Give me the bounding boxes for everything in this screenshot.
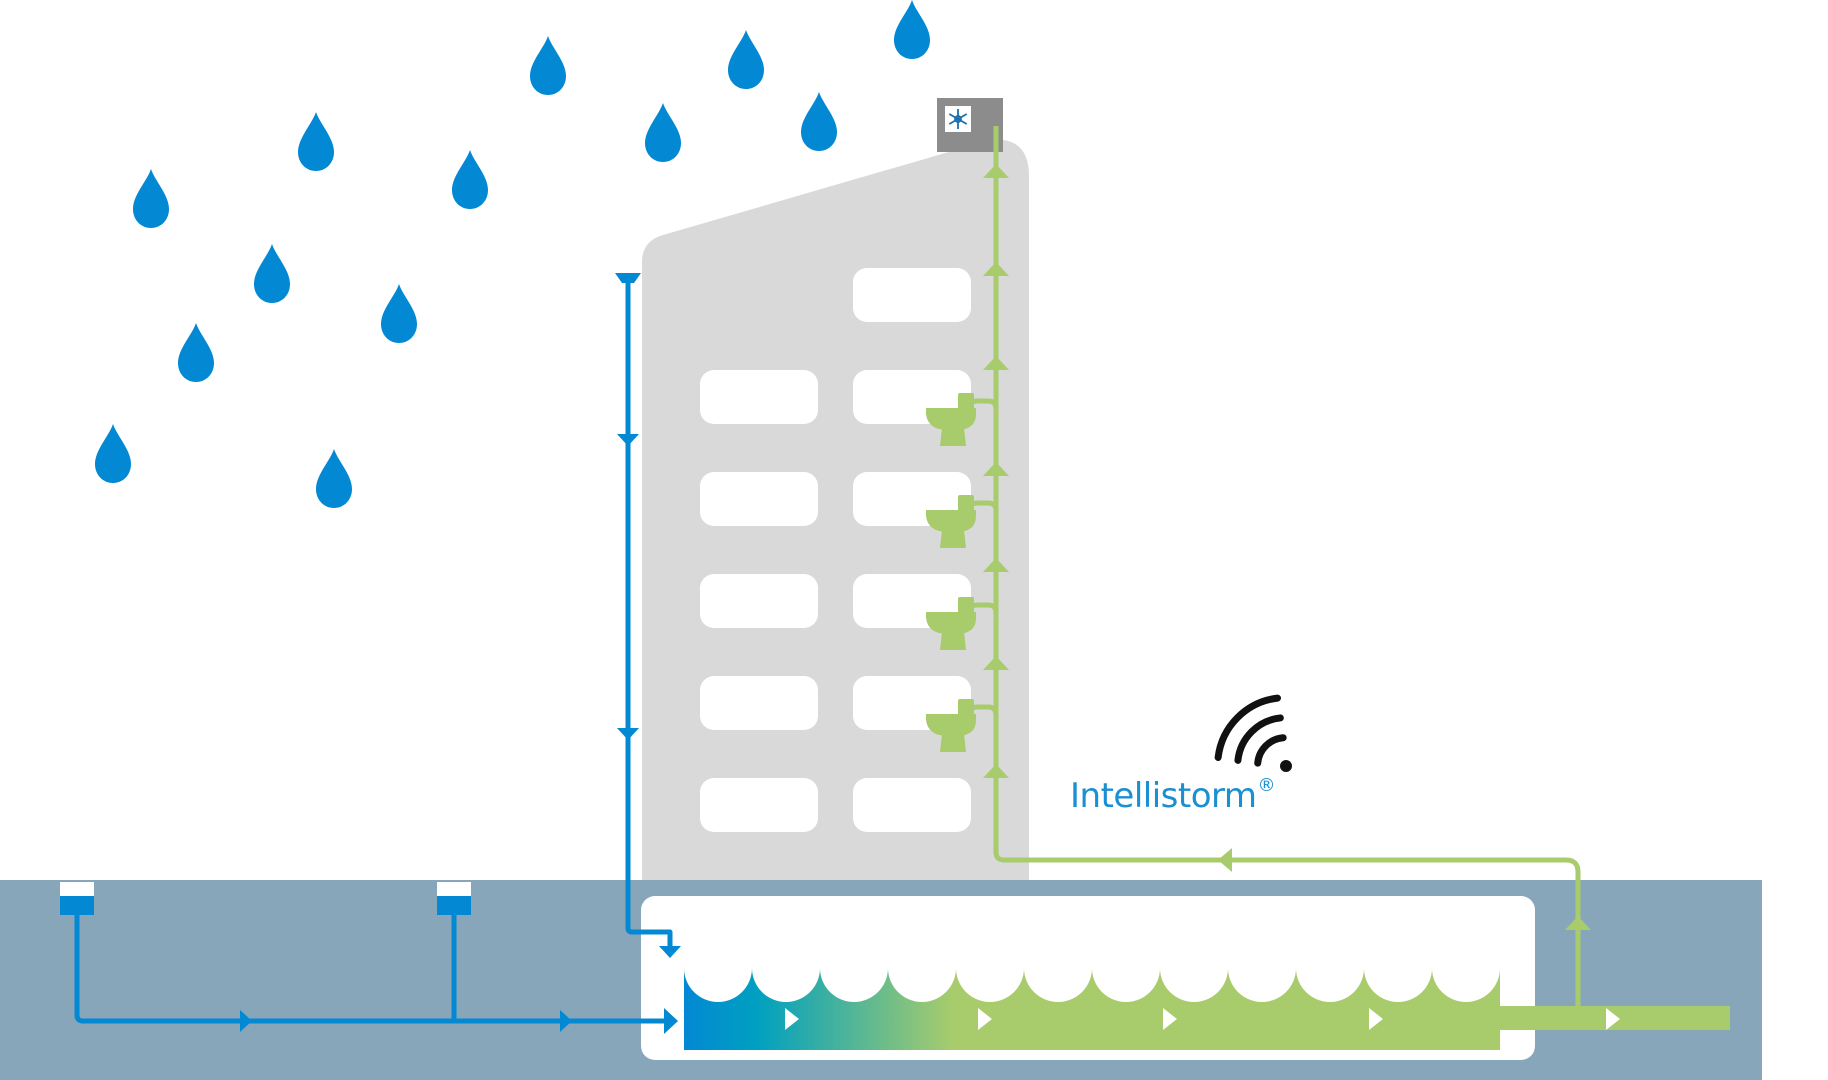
registered-mark: ®: [1257, 775, 1276, 796]
flow-arrow: [983, 462, 1009, 476]
flow-arrow: [983, 164, 1009, 178]
flow-arrow: [617, 434, 639, 446]
supply-pipe: [993, 126, 1581, 1006]
toilets: [926, 393, 999, 752]
window: [853, 778, 971, 832]
toilet-icon: [926, 597, 976, 650]
roof-unit: [937, 98, 1003, 152]
flow-arrow: [1565, 916, 1591, 930]
flow-arrow: [1218, 848, 1232, 872]
toilet-icon: [926, 495, 976, 548]
ground-drain-grate: [60, 882, 94, 896]
flow-arrow: [1606, 1008, 1620, 1030]
flow-arrow: [240, 1010, 252, 1032]
floor-toilet: [926, 597, 999, 650]
building-windows: [700, 268, 971, 832]
flow-arrow: [983, 764, 1009, 778]
window: [700, 676, 818, 730]
tank-flow-arrows: [785, 1008, 1620, 1030]
raindrop-icon: [178, 323, 214, 382]
ground-drain: [437, 896, 471, 915]
tank-water: [684, 968, 1500, 1050]
toilet-icon: [926, 393, 976, 446]
flow-arrow: [1163, 1008, 1177, 1030]
flow-arrow: [978, 1008, 992, 1030]
raindrop-icon: [801, 92, 837, 151]
window: [700, 472, 818, 526]
floor-toilet: [926, 699, 999, 752]
floor-toilet: [926, 393, 999, 446]
flow-arrow: [983, 356, 1009, 370]
toilet-icon: [926, 699, 976, 752]
raindrop-icon: [452, 150, 488, 209]
wifi-signal-icon: [1214, 694, 1287, 767]
brand-name: Intellistorm: [1070, 776, 1257, 816]
raindrop-icon: [645, 103, 681, 162]
downpipe: [615, 273, 681, 958]
flow-arrow: [983, 558, 1009, 572]
flow-arrow: [983, 262, 1009, 276]
inlet-arrow: [664, 1008, 678, 1034]
ground-collection: [60, 882, 678, 1034]
collection-pipe: [74, 915, 668, 1024]
raindrop-icon: [298, 112, 334, 171]
window: [853, 268, 971, 322]
raindrop-icon: [530, 36, 566, 95]
raindrop-icon: [254, 244, 290, 303]
flow-arrow: [617, 728, 639, 740]
ground-drain-grate: [437, 882, 471, 896]
flow-arrow: [1369, 1008, 1383, 1030]
raindrop-icon: [95, 424, 131, 483]
recycled-supply: [983, 126, 1591, 1006]
brand-label: Intellistorm®: [1070, 775, 1276, 816]
raindrop-icon: [728, 30, 764, 89]
wifi-dot: [1280, 760, 1292, 772]
ground-drain: [60, 896, 94, 915]
raindrop-icon: [381, 284, 417, 343]
window: [700, 370, 818, 424]
raindrop-icon: [894, 0, 930, 59]
downpipe-outlet-arrow: [659, 946, 681, 958]
raindrop-icon: [133, 169, 169, 228]
window: [700, 574, 818, 628]
snowflake-icon: [948, 109, 968, 129]
flow-arrow: [560, 1010, 572, 1032]
raindrop-icon: [316, 449, 352, 508]
window: [700, 778, 818, 832]
flow-arrow: [785, 1008, 799, 1030]
flow-arrow: [983, 656, 1009, 670]
downpipe-line: [625, 283, 673, 950]
roof-gutter: [615, 273, 641, 283]
floor-toilet: [926, 495, 999, 548]
